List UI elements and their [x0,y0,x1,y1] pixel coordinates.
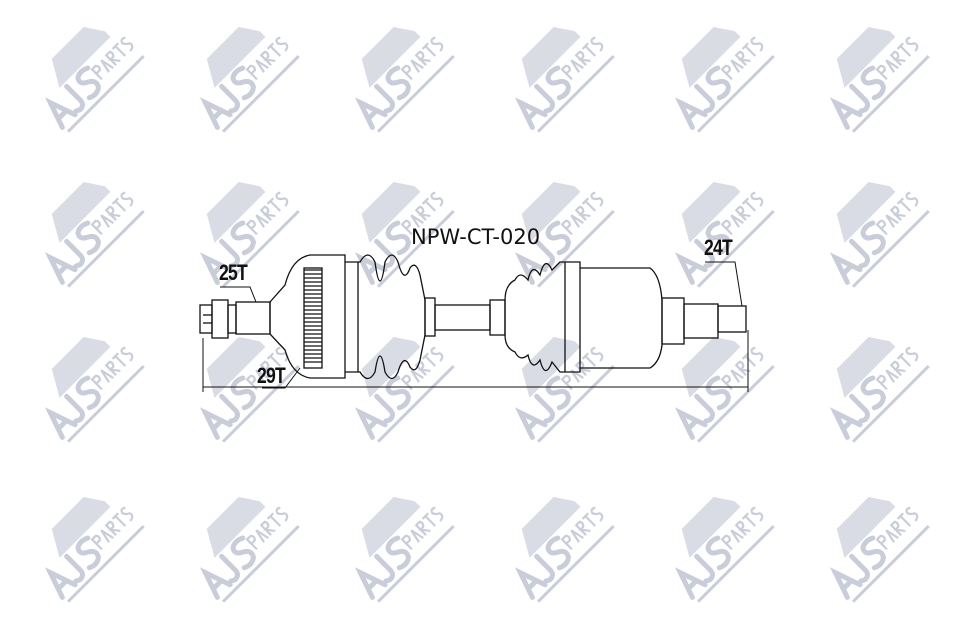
ajs-parts-watermark [829,497,930,603]
ajs-parts-watermark [674,337,775,443]
tripod-housing [580,267,663,369]
ajs-parts-watermark [199,27,300,133]
inner-boot [504,261,581,373]
label-24t: 24T [704,235,733,260]
label-29t: 29T [257,363,286,388]
ajs-parts-watermark [829,337,930,443]
ajs-parts-watermark [514,337,615,443]
ajs-parts-watermark [44,182,145,288]
ajs-parts-watermark [199,337,300,443]
label-25t: 25T [219,260,248,285]
ajs-parts-watermark [44,497,145,603]
ajs-parts-watermark [829,182,930,288]
length-dimension-line [202,330,749,392]
outer-boot [345,254,426,380]
ajs-parts-watermark [829,27,930,133]
ajs-parts-watermark [514,497,615,603]
damper-collar [489,299,506,336]
ajs-parts-watermark [199,182,300,288]
ajs-parts-watermark [354,27,455,133]
ajs-parts-watermark [674,27,775,133]
ajs-parts-watermark [514,182,615,288]
ajs-parts-watermark [354,497,455,603]
boot-clamp [424,297,436,337]
ajs-parts-watermark [674,497,775,603]
part-number: NPW-CT-020 [411,225,541,249]
ajs-parts-watermark [674,182,775,288]
intermediate-shaft [434,304,491,331]
inner-stub-shaft [661,297,747,345]
outer-cv-joint [269,254,346,379]
outer-nut [199,299,229,339]
ajs-parts-watermark [354,337,455,443]
outer-stub-shaft [227,301,271,335]
ajs-parts-watermark [44,27,145,133]
ajs-parts-watermark [44,337,145,443]
ajs-parts-watermark [199,497,300,603]
ajs-parts-watermark [354,182,455,288]
leader-lines [220,261,743,389]
abs-ring [303,267,323,369]
ajs-parts-watermark [514,27,615,133]
